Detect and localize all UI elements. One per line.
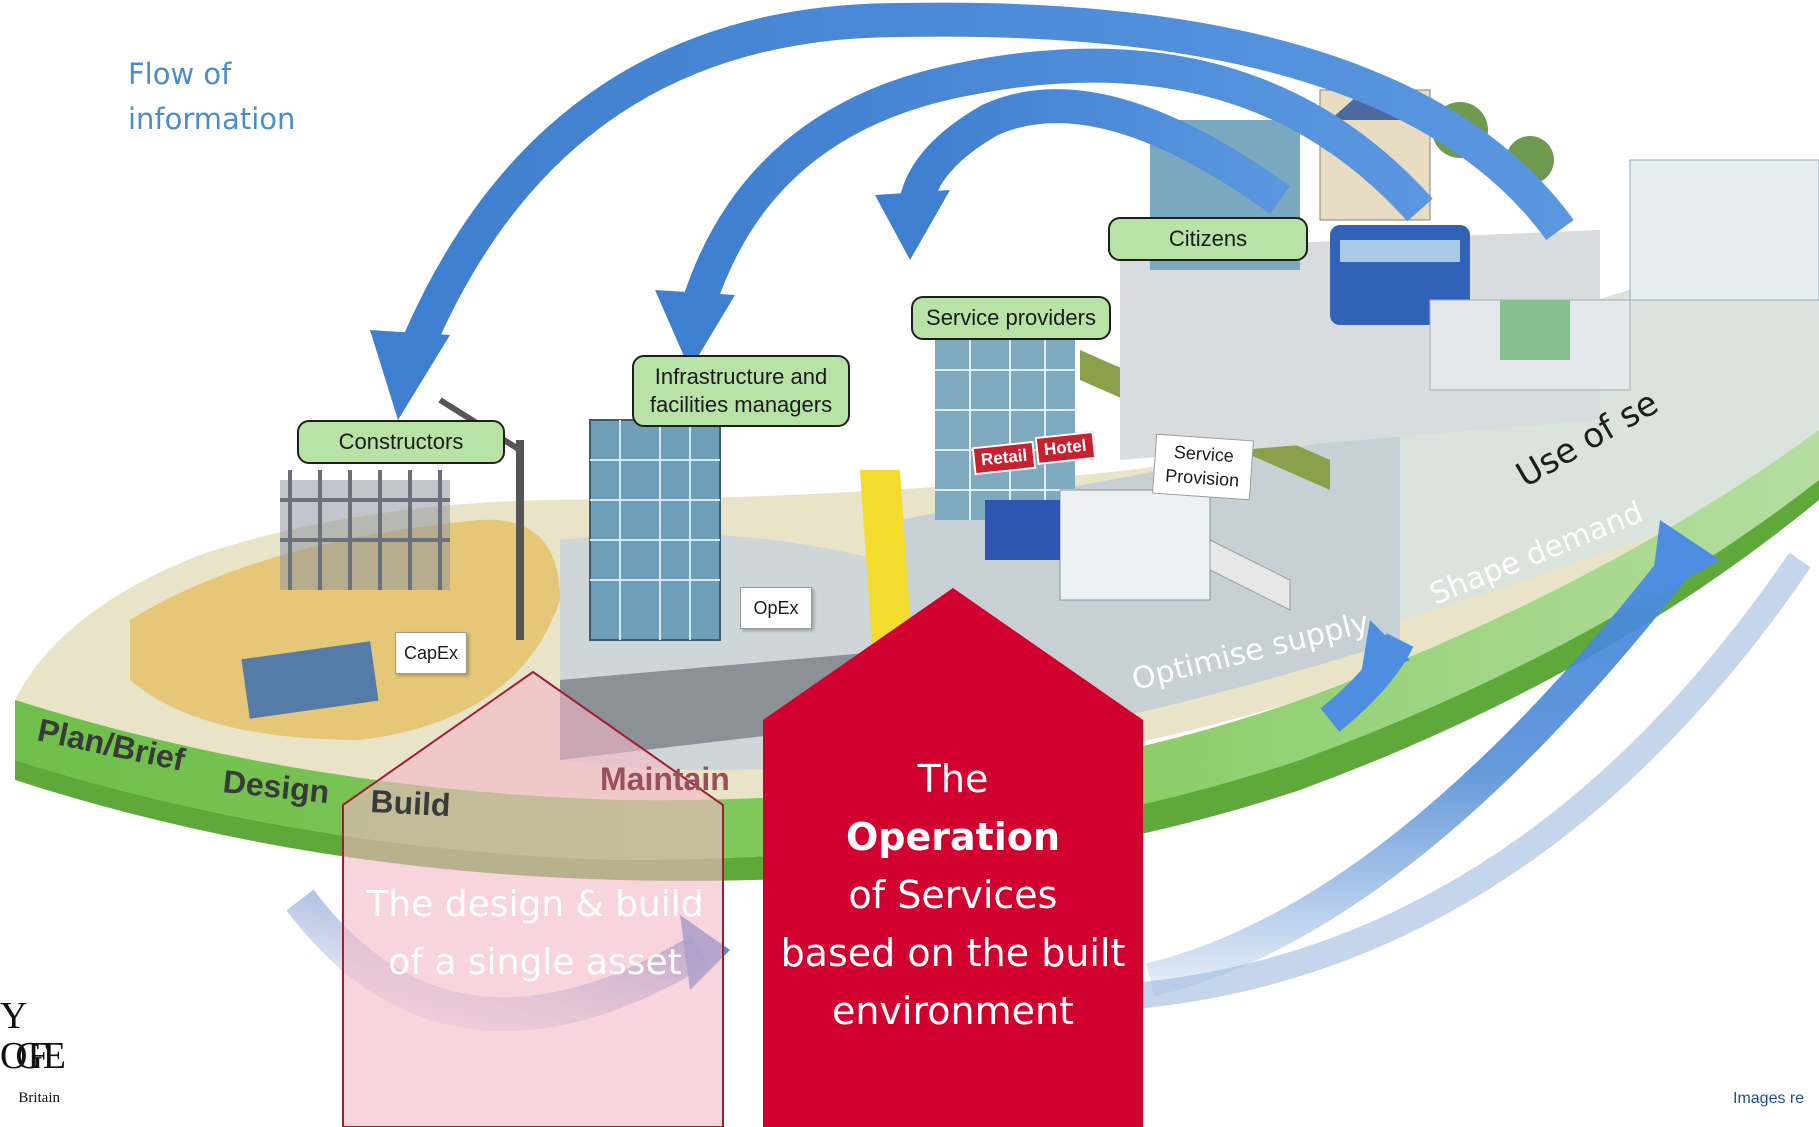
retail-label: Retail [980, 445, 1029, 470]
operation-box [763, 588, 1143, 1127]
operation-line-5: environment [831, 989, 1074, 1033]
role-infrastructure-line-2: facilities managers [649, 392, 833, 417]
role-citizens: Citizens [1108, 217, 1308, 261]
design-build-text: The design & build of a single asset [340, 876, 730, 992]
operation-line-1: The [917, 757, 989, 801]
capex-label: CapEx [403, 642, 459, 663]
city-block [1120, 80, 1819, 460]
role-infrastructure-line-1: Infrastructure and [654, 364, 828, 389]
role-constructors: Constructors [297, 420, 505, 464]
arrow-head-icon [370, 330, 450, 420]
opex-tag: OpEx [740, 587, 812, 629]
stage-build: Build [370, 783, 452, 823]
design-build-box [342, 670, 724, 1127]
operation-line-4: based on the built [780, 931, 1126, 975]
operation-line-2: Operation [845, 815, 1060, 859]
title-line-1: Flow of [128, 57, 232, 91]
title-line-2: information [128, 102, 296, 136]
university-logo: Y OF GE Britain [0, 990, 90, 1120]
role-service-providers-label: Service providers [926, 305, 1096, 330]
lifecycle-arc [15, 430, 1819, 860]
logo-line-1: Y OF [0, 995, 49, 1077]
information-flow-arrows [370, 2, 1574, 420]
flow-of-information-title: Flow of information [128, 52, 295, 142]
role-service-providers: Service providers [911, 296, 1111, 340]
service-provision-sign: Service Provision [1152, 433, 1254, 501]
arrow-head-icon [875, 190, 950, 260]
image-credit: Images re [1733, 1090, 1805, 1107]
logo-line-2: GE [15, 1035, 66, 1077]
role-citizens-label: Citizens [1168, 226, 1248, 251]
construction-site [241, 397, 524, 719]
design-build-line-1: The design & build [366, 884, 704, 925]
logo-line-3: Britain [18, 1090, 60, 1106]
role-infrastructure-managers: Infrastructure and facilities managers [632, 355, 850, 427]
stage-maintain: Maintain [600, 761, 730, 797]
operation-text: The Operation of Services based on the b… [763, 750, 1143, 1040]
role-constructors-label: Constructors [338, 429, 464, 454]
opex-label: OpEx [753, 597, 799, 618]
capex-tag: CapEx [395, 632, 467, 674]
hotel-label: Hotel [1043, 435, 1088, 460]
office-tower-left [560, 419, 920, 760]
arrow-head-icon [655, 290, 735, 370]
design-build-line-2: of a single asset [388, 942, 682, 983]
operation-line-3: of Services [848, 873, 1058, 917]
